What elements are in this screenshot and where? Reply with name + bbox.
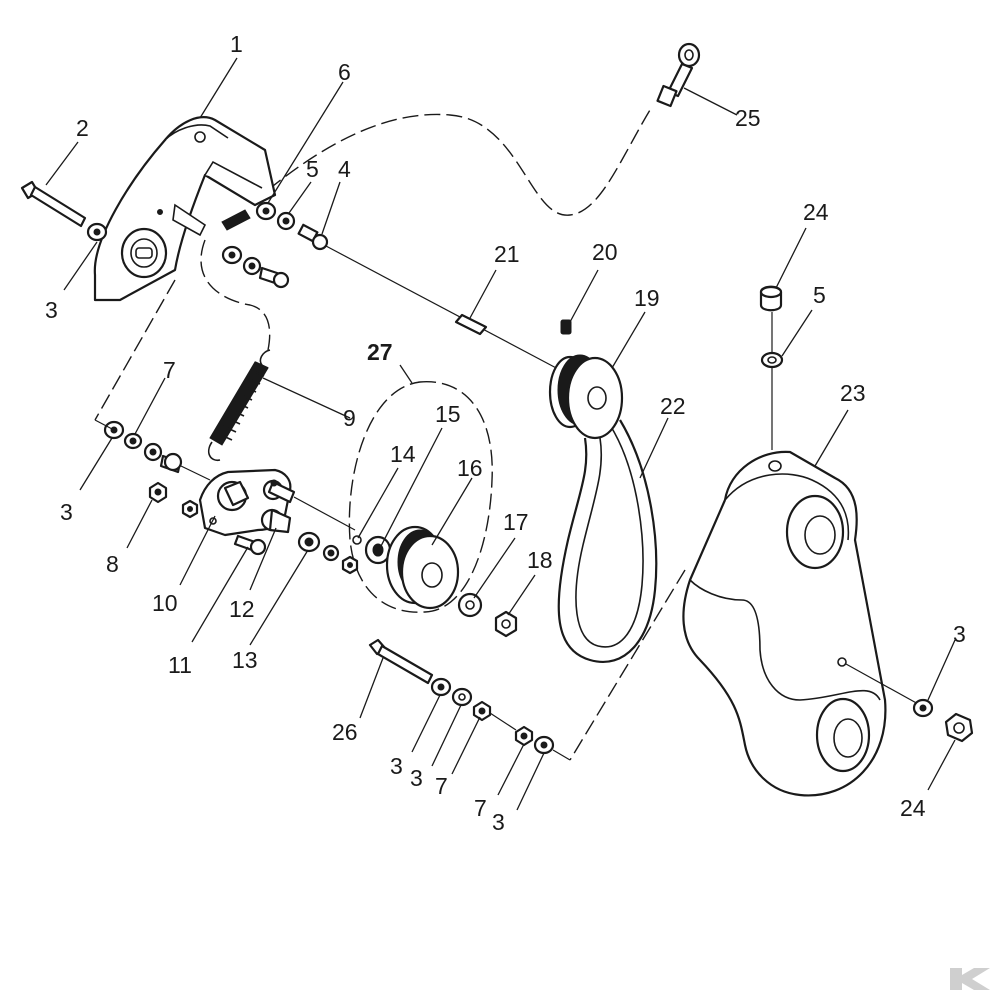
part-23-belt-housing: [682, 450, 887, 797]
part-17-washer: [457, 592, 483, 618]
callout-23: 23: [840, 380, 866, 406]
callout-7-lower-a: 7: [435, 773, 448, 799]
part-6-washer: [255, 201, 277, 221]
part-14-washer: [352, 535, 362, 545]
callout-labels: 1 2 3 4 5 6 7 3 8 9 10 11 12 13 27 15 14…: [45, 31, 966, 835]
callout-19: 19: [634, 285, 660, 311]
axis-line-mid-left: [94, 419, 211, 481]
bracket-lower-washers: [221, 245, 290, 289]
callout-13: 13: [232, 647, 258, 673]
part-11-bolt: [233, 534, 267, 556]
part-3-washer-left: [86, 222, 108, 242]
part-16-idler-pulley: [385, 525, 460, 610]
part-22-v-belt: [557, 419, 658, 663]
part-9-spring: [208, 349, 271, 462]
part-21-sleeve: [454, 313, 488, 336]
callout-17: 17: [503, 509, 529, 535]
callout-20: 20: [592, 239, 618, 265]
axis-line-upper: [325, 245, 561, 371]
callout-12: 12: [229, 596, 255, 622]
callout-25: 25: [735, 105, 761, 131]
part-19-drive-pulley: [548, 354, 624, 440]
callout-7: 7: [163, 357, 176, 383]
washer-stack-left: [103, 420, 183, 474]
axis-line-lower-right: [569, 569, 686, 761]
callout-10: 10: [152, 590, 178, 616]
part-20-set-screw: [560, 319, 572, 335]
part-24-nut-top: [759, 285, 783, 312]
callout-14: 14: [390, 441, 416, 467]
brand-k-logo-icon: [950, 968, 990, 990]
callout-3-lower-a: 3: [390, 753, 403, 779]
part-3-washer-right: [912, 698, 934, 718]
callout-8: 8: [106, 551, 119, 577]
callout-11: 11: [168, 652, 192, 678]
axis-line-lower: [489, 712, 571, 761]
axis-line-idler: [293, 496, 356, 531]
part-nut-small: [181, 499, 199, 519]
callout-16: 16: [457, 455, 483, 481]
callout-7-lower-b: 7: [474, 795, 487, 821]
leader-lines: [45, 57, 956, 811]
axis-line-housing-right: [845, 663, 921, 706]
callout-3-lower-b: 3: [410, 765, 423, 791]
group-27-boundary: [348, 381, 493, 613]
callout-3-lower-c: 3: [492, 809, 505, 835]
part-2-bolt: [20, 180, 87, 228]
part-26-bolt: [368, 638, 434, 685]
callout-27: 27: [367, 339, 393, 365]
callout-9: 9: [343, 405, 356, 431]
callout-18: 18: [527, 547, 553, 573]
part-8-nut: [148, 481, 168, 504]
callout-6: 6: [338, 59, 351, 85]
cable-routing-dashed: [267, 109, 651, 216]
callout-3-mid: 3: [60, 499, 73, 525]
callout-3: 3: [45, 297, 58, 323]
callout-1: 1: [230, 31, 243, 57]
axis-line-bracket: [94, 279, 176, 421]
callout-26: 26: [332, 719, 358, 745]
part-25-cable-end: [656, 42, 701, 108]
part-13-nut-stack: [297, 531, 359, 575]
callout-21: 21: [494, 241, 520, 267]
callout-24-top: 24: [803, 199, 829, 225]
part-24-nut-bottom: [944, 712, 974, 743]
part-18-nut: [494, 610, 518, 638]
part-5-washer-upper: [276, 211, 296, 231]
callout-4: 4: [338, 156, 351, 182]
callout-3-right: 3: [953, 621, 966, 647]
spring-routing-dashed: [200, 239, 271, 351]
callout-5: 5: [306, 156, 319, 182]
callout-15: 15: [435, 401, 461, 427]
part-5-washer-right: [760, 351, 784, 369]
lower-washer-stack: [430, 677, 555, 755]
callout-5-right: 5: [813, 282, 826, 308]
part-12-spacer: [260, 508, 292, 534]
callout-22: 22: [660, 393, 686, 419]
callout-24-bottom: 24: [900, 795, 926, 821]
callout-2: 2: [76, 115, 89, 141]
part-4-bolt: [297, 223, 329, 251]
